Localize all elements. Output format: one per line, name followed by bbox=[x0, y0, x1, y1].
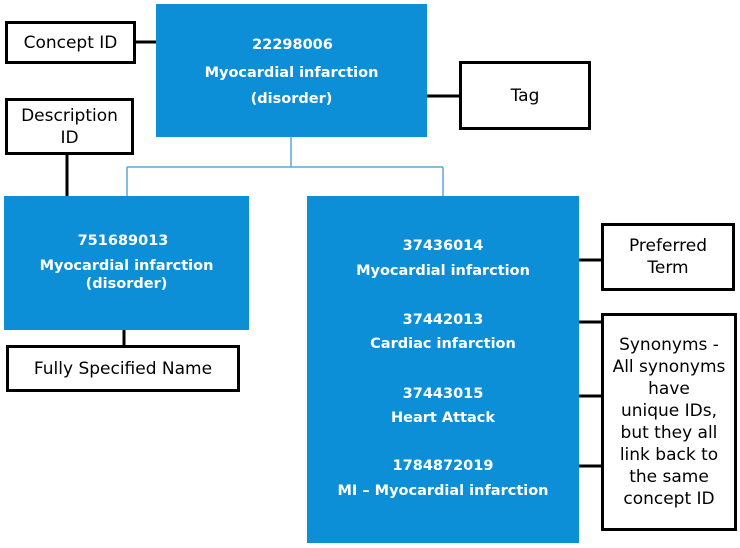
synonyms-label: Synonyms - All synonyms have unique IDs,… bbox=[601, 313, 737, 531]
concept-tag: (disorder) bbox=[250, 91, 333, 107]
description-term: Myocardial infarction bbox=[356, 263, 530, 279]
description-term: Cardiac infarction bbox=[370, 336, 516, 352]
description-id: 1784872019 bbox=[392, 458, 494, 474]
fully-specified-name-label: Fully Specified Name bbox=[6, 345, 240, 392]
descriptions-box: 37436014 Myocardial infarction 37442013 … bbox=[307, 196, 579, 543]
concept-box: 22298006 Myocardial infarction (disorder… bbox=[156, 4, 427, 137]
concept-id: 22298006 bbox=[252, 37, 333, 53]
fsn-description-box: 751689013 Myocardial infarction (disorde… bbox=[4, 196, 249, 330]
description-id: 37442013 bbox=[402, 312, 484, 328]
tree-connectors bbox=[126, 137, 444, 196]
tag-label: Tag bbox=[459, 61, 591, 130]
fsn-description-name: Myocardial infarction bbox=[39, 258, 214, 274]
description-id-label: Description ID bbox=[5, 98, 134, 155]
concept-name: Myocardial infarction bbox=[204, 65, 379, 81]
concept-id-label: Concept ID bbox=[5, 21, 136, 64]
preferred-term-label: Preferred Term bbox=[601, 223, 735, 291]
description-id: 37443015 bbox=[402, 386, 484, 402]
description-term: Heart Attack bbox=[391, 410, 495, 426]
description-term: MI – Myocardial infarction bbox=[337, 483, 549, 499]
fsn-description-tag: (disorder) bbox=[85, 276, 168, 292]
fsn-description-id: 751689013 bbox=[77, 233, 169, 249]
description-id: 37436014 bbox=[402, 238, 484, 254]
